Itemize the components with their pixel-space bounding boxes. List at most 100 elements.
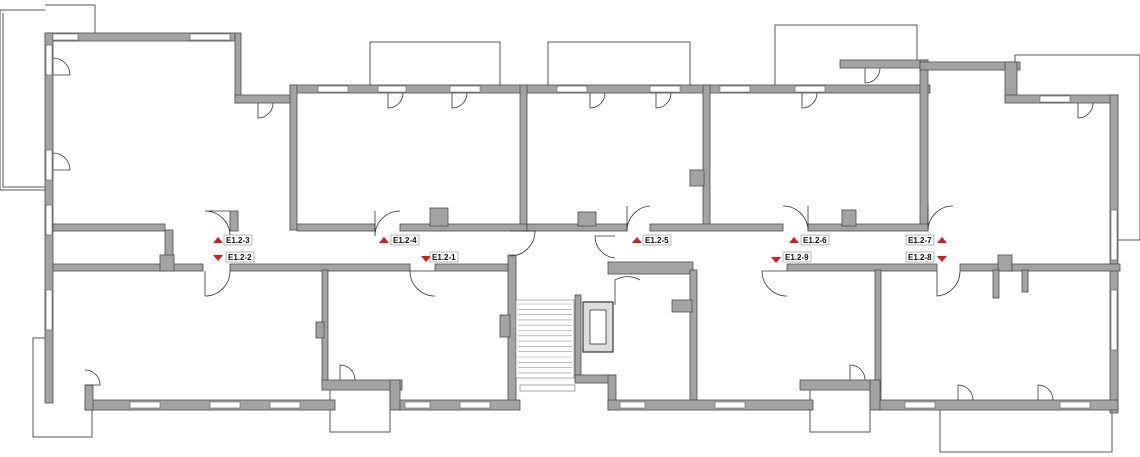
balcony-outline [774,24,918,85]
wall [296,223,376,232]
wall [321,379,403,391]
wall [234,94,296,104]
marker-label-box [429,251,459,263]
marker-label: E1.2-1 [432,253,456,262]
door-swing [257,102,274,119]
wall [399,223,528,232]
wall [499,314,511,338]
wall [919,59,929,231]
triangle-up-icon [789,237,799,243]
marker-label: E1.2-3 [226,236,250,245]
wall [879,399,1119,411]
door-swing [761,270,788,297]
windows [45,33,1118,409]
window [719,85,751,93]
door-swing [204,270,231,297]
wall [607,399,814,411]
exit-marker: E1.2-6 [789,234,830,246]
wall [434,263,516,272]
door-swing [936,270,961,297]
wall [52,263,204,272]
wall [574,294,582,381]
wall [786,263,938,272]
staircase [515,299,575,379]
door-swing [782,205,809,232]
wall [689,169,705,187]
marker-label-box [905,251,935,263]
balcony-outline [369,41,501,85]
window [1059,401,1091,409]
balcony-outline [32,337,93,438]
wall [577,211,597,227]
door-swing [509,230,536,257]
door-swing [927,205,954,232]
window [794,85,826,93]
elevator-cabin [589,309,607,345]
marker-label: E1.2-9 [785,253,809,262]
door-swing [374,210,401,237]
wall [52,223,166,232]
triangle-down-icon [213,255,223,261]
door-swing [52,152,71,171]
wall [919,61,1021,71]
window [714,401,746,409]
exit-marker: E1.2-1 [421,251,459,263]
window [556,85,588,93]
wall [671,299,693,313]
triangle-up-icon [213,237,223,243]
marker-label-box [642,234,672,246]
door-swing [589,92,606,109]
wall [839,59,929,69]
wall [229,210,239,232]
marker-label-box [782,251,812,263]
wall [229,263,411,272]
doors [52,57,1094,401]
triangle-down-icon [771,257,781,263]
door-swing [626,205,651,232]
door-swing [409,270,436,297]
wall [689,269,698,401]
door-swing [339,364,356,381]
window [317,85,349,93]
wall [389,379,401,411]
wall [84,384,94,411]
door-swing [1077,102,1094,119]
balcony-outline [547,41,691,85]
marker-label-box [225,251,255,263]
exit-marker: E1.2-8 [905,251,947,263]
balcony-outline [939,410,1113,453]
marker-label-box [800,234,830,246]
exit-marker: E1.2-5 [632,234,672,246]
window [649,85,681,93]
exit-marker: E1.2-3 [213,234,253,246]
marker-label-box [905,234,935,246]
wall [1021,269,1029,293]
wall [526,223,628,232]
window [45,289,53,331]
window [1110,209,1118,261]
window [519,384,576,392]
wall [869,379,881,411]
door-swing [864,67,881,84]
window [449,85,481,93]
marker-label: E1.2-8 [908,253,932,262]
marker-label-box [390,234,420,246]
door-swing [387,92,404,109]
triangle-up-icon [632,237,642,243]
wall [702,84,711,231]
door-swing [614,276,641,305]
exit-marker: E1.2-9 [771,251,812,263]
marker-label-box [223,234,253,246]
window [45,44,53,76]
wall [807,223,929,232]
stairwell [515,299,614,379]
marker-label: E1.2-6 [803,236,827,245]
door-swing [84,369,101,386]
exit-marker: E1.2-7 [905,234,947,246]
door-swing [1037,384,1054,401]
window [209,401,241,409]
wall [799,379,881,391]
door-swing [52,57,71,76]
